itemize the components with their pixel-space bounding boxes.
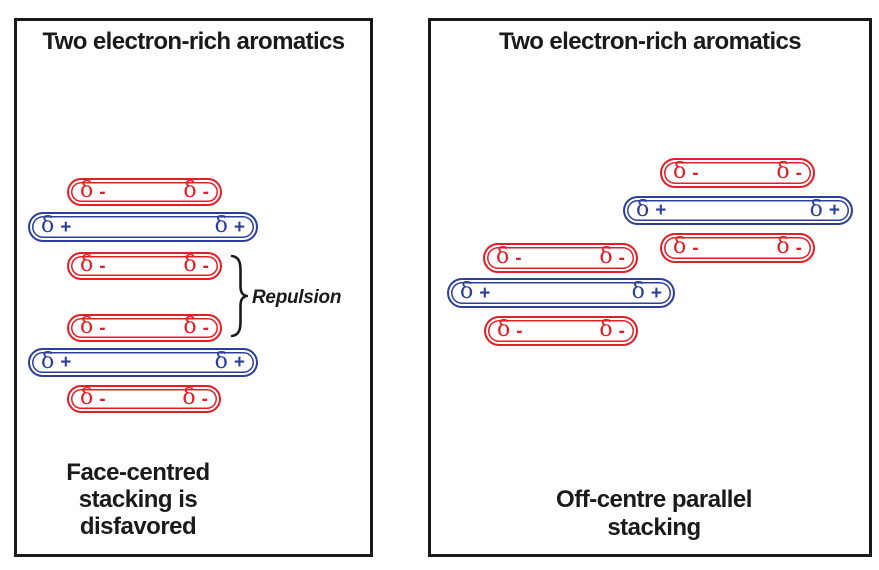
pill-charge-label: δ- — [496, 244, 522, 269]
charge-sign: - — [515, 247, 522, 269]
caption-line: stacking is — [78, 486, 198, 513]
pill-charge-label: δ- — [673, 234, 699, 259]
panel-title-face-centred: Two electron-rich aromatics — [42, 28, 345, 55]
caption-off-centre: Off-centre parallel stacking — [432, 486, 876, 542]
pill-charge-label: δ- — [497, 317, 523, 342]
delta-symbol: δ — [80, 252, 94, 277]
pill-charge-label: δ+ — [41, 348, 72, 374]
pill-charge-label: δ+ — [636, 196, 667, 222]
charge-sign: - — [618, 320, 625, 342]
caption-line: stacking — [607, 514, 701, 541]
caption-line: Face-centred — [66, 459, 210, 486]
delta-symbol: δ — [809, 196, 823, 222]
pill-charge-label: δ+ — [41, 213, 72, 238]
charge-sign: - — [692, 237, 699, 259]
charge-sign: - — [99, 317, 106, 339]
delta-symbol: δ — [599, 244, 613, 269]
delta-symbol: δ — [497, 317, 511, 342]
pill-negative: δ-δ- — [484, 316, 638, 346]
pill-positive: δ+δ+ — [28, 212, 258, 242]
pill-charge-label: δ- — [673, 159, 699, 184]
pill-charge-label: δ- — [776, 159, 802, 184]
delta-symbol: δ — [631, 279, 645, 304]
pill-charge-label: δ+ — [809, 196, 840, 222]
charge-sign: - — [99, 181, 106, 203]
charge-sign: - — [202, 317, 209, 339]
delta-symbol: δ — [183, 314, 197, 339]
pill-positive: δ+δ+ — [28, 348, 258, 377]
pill-charge-label: δ- — [183, 252, 209, 277]
pill-charge-label: δ- — [80, 178, 106, 203]
pill-positive: δ+δ+ — [447, 278, 675, 308]
charge-sign: - — [202, 255, 209, 277]
delta-symbol: δ — [183, 252, 197, 277]
pill-negative: δ-δ- — [660, 233, 815, 263]
pill-charge-label: δ- — [776, 234, 802, 259]
repulsion-brace-icon — [230, 254, 248, 338]
charge-sign: + — [60, 352, 72, 373]
repulsion-label: Repulsion — [252, 287, 342, 308]
delta-symbol: δ — [214, 213, 228, 238]
delta-symbol: δ — [776, 234, 790, 259]
delta-symbol: δ — [80, 314, 94, 339]
charge-sign: + — [650, 282, 662, 304]
charge-sign: + — [655, 200, 667, 221]
delta-symbol: δ — [673, 234, 687, 259]
delta-symbol: δ — [183, 178, 197, 203]
charge-sign: - — [202, 181, 209, 203]
pill-charge-label: δ- — [80, 252, 106, 277]
delta-symbol: δ — [182, 385, 196, 410]
delta-symbol: δ — [776, 159, 790, 184]
pill-charge-label: δ- — [182, 385, 208, 410]
pill-charge-label: δ+ — [214, 348, 245, 374]
pill-charge-label: δ- — [183, 178, 209, 203]
charge-sign: - — [795, 237, 802, 259]
charge-sign: + — [479, 282, 491, 304]
delta-symbol: δ — [41, 213, 55, 238]
pill-charge-label: δ+ — [460, 279, 491, 304]
pill-negative: δ-δ- — [67, 385, 221, 413]
pill-negative: δ-δ- — [67, 178, 222, 206]
panel-title-off-centre: Two electron-rich aromatics — [498, 28, 802, 55]
charge-sign: - — [516, 320, 523, 342]
caption-line: Off-centre parallel — [556, 486, 752, 513]
charge-sign: + — [828, 200, 840, 221]
pill-negative: δ-δ- — [67, 314, 222, 342]
delta-symbol: δ — [496, 244, 510, 269]
delta-symbol: δ — [80, 178, 94, 203]
delta-symbol: δ — [460, 279, 474, 304]
delta-symbol: δ — [80, 385, 94, 410]
delta-symbol: δ — [599, 317, 613, 342]
pill-positive: δ+δ+ — [623, 196, 853, 225]
pill-negative: δ-δ- — [67, 252, 222, 280]
charge-sign: - — [618, 247, 625, 269]
caption-face-centred: Face-centred stacking is disfavored — [14, 459, 262, 540]
pill-charge-label: δ- — [80, 385, 106, 410]
delta-symbol: δ — [673, 159, 687, 184]
pill-charge-label: δ- — [80, 314, 106, 339]
pill-charge-label: δ- — [183, 314, 209, 339]
pill-charge-label: δ- — [599, 244, 625, 269]
charge-sign: - — [795, 162, 802, 184]
charge-sign: + — [233, 352, 245, 373]
caption-line: disfavored — [79, 513, 197, 540]
pill-charge-label: δ+ — [214, 213, 245, 238]
delta-symbol: δ — [41, 348, 55, 374]
charge-sign: - — [692, 162, 699, 184]
pill-charge-label: δ- — [599, 317, 625, 342]
charge-sign: + — [60, 216, 72, 238]
pill-charge-label: δ+ — [631, 279, 662, 304]
panel-face-centred-frame — [14, 18, 373, 557]
charge-sign: - — [99, 388, 106, 410]
charge-sign: - — [99, 255, 106, 277]
charge-sign: - — [201, 388, 208, 410]
pill-negative: δ-δ- — [660, 158, 815, 188]
delta-symbol: δ — [214, 348, 228, 374]
delta-symbol: δ — [636, 196, 650, 222]
charge-sign: + — [233, 216, 245, 238]
pill-negative: δ-δ- — [483, 243, 638, 273]
